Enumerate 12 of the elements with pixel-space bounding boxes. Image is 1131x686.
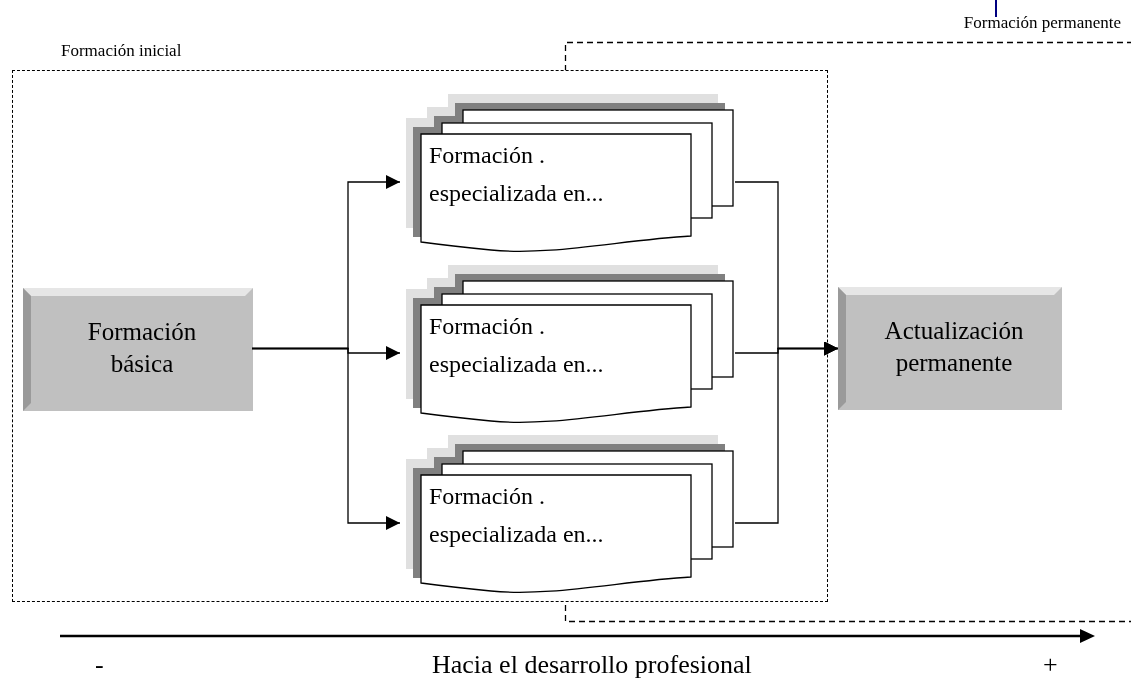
connector-arrow <box>251 347 401 530</box>
box-text: Formación básica <box>86 317 198 379</box>
region-label: Formación inicial <box>61 41 182 61</box>
box-text: Actualización permanente <box>883 316 1025 378</box>
axis-label: Hacia el desarrollo profesional <box>432 650 752 680</box>
region-label: Formación permanente <box>963 13 1121 33</box>
axis-label: + <box>1043 650 1058 680</box>
connector-arrow <box>734 341 839 524</box>
document-text: Formación . especializada en... <box>429 141 605 208</box>
document-text: Formación . especializada en... <box>429 482 605 549</box>
axis-label: - <box>95 650 104 680</box>
document-text: Formación . especializada en... <box>429 312 605 379</box>
